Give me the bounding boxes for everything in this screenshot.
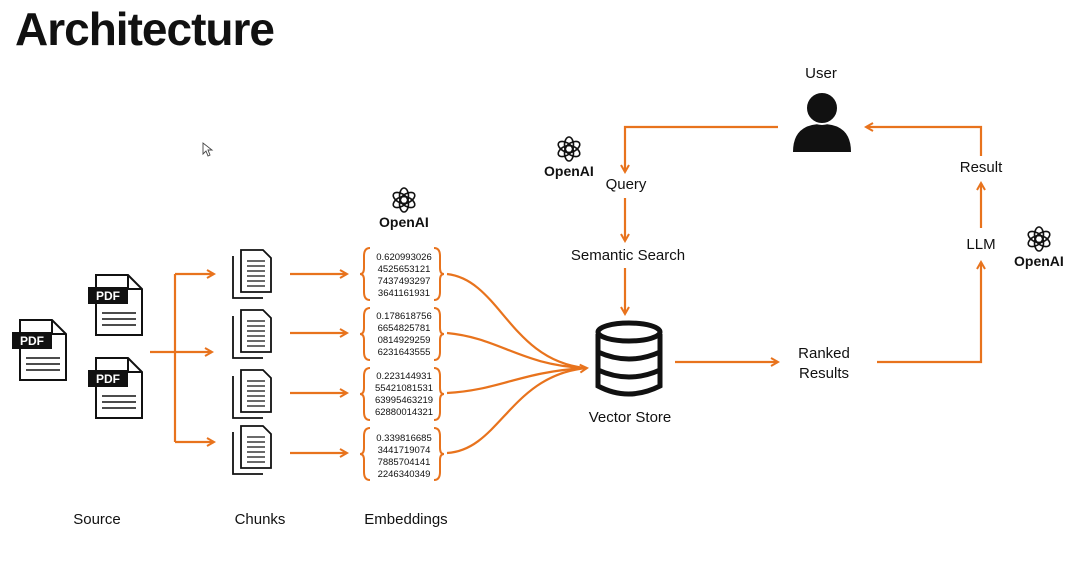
- embedding-vector-4: 0.339816685 3441719074 7885704141 224634…: [364, 433, 444, 481]
- pdf-label: PDF: [96, 289, 120, 303]
- chunks-to-embeddings-arrows: [290, 274, 347, 453]
- pdf-document-icon: PDF: [88, 274, 143, 336]
- mouse-cursor-icon: [202, 142, 214, 157]
- embedding-value: 0.620993026: [376, 252, 432, 263]
- text-document-icon: [232, 249, 272, 299]
- openai-logo-icon: [390, 187, 418, 213]
- openai-label-llm: OpenAI: [1014, 253, 1064, 269]
- chunks-label: Chunks: [234, 511, 286, 528]
- openai-logo-icon: [1025, 226, 1053, 252]
- ranked-label-line1: Ranked: [798, 345, 850, 362]
- embeddings-to-store-curves: [446, 272, 587, 455]
- embedding-value: 0.223144931: [376, 371, 432, 382]
- text-document-icon: [232, 369, 272, 419]
- query-label: Query: [605, 176, 647, 193]
- embedding-value: 62880014321: [374, 407, 434, 418]
- text-document-icon: [232, 425, 272, 475]
- embedding-value: 0814929259: [377, 335, 431, 346]
- pdf-label: PDF: [20, 334, 44, 348]
- user-to-query-arrow: [625, 125, 778, 172]
- llm-label: LLM: [966, 236, 996, 253]
- ranked-to-llm-arrow: [877, 262, 981, 364]
- user-label: User: [805, 65, 837, 82]
- embedding-vector-2: 0.178618756 6654825781 0814929259 623164…: [364, 311, 444, 359]
- ranked-label-line2: Results: [798, 365, 850, 382]
- embedding-vector-3: 0.223144931 55421081531 63995463219 6288…: [364, 371, 444, 419]
- embedding-vector-1: 0.620993026 4525653121 7437493297 364116…: [364, 252, 444, 300]
- pdf-document-icon: PDF: [12, 319, 67, 381]
- embedding-value: 2246340349: [377, 469, 431, 480]
- ranked-results-label: Ranked Results: [788, 344, 860, 384]
- embedding-value: 7437493297: [377, 276, 431, 287]
- embedding-value: 3441719074: [377, 445, 431, 456]
- database-icon: [595, 320, 663, 397]
- text-document-icon: [232, 309, 272, 359]
- embedding-value: 6231643555: [377, 347, 431, 358]
- user-icon: [793, 91, 851, 152]
- result-to-user-arrow: [866, 127, 983, 156]
- embedding-value: 55421081531: [374, 383, 434, 394]
- embedding-value: 3641161931: [377, 288, 431, 299]
- pdf-document-icon: PDF: [88, 357, 143, 419]
- vector-store-label: Vector Store: [588, 409, 672, 426]
- embedding-value: 4525653121: [377, 264, 431, 275]
- embedding-value: 6654825781: [377, 323, 431, 334]
- openai-label-embeddings: OpenAI: [379, 214, 429, 230]
- embedding-value: 0.339816685: [376, 433, 432, 444]
- embeddings-label: Embeddings: [364, 511, 448, 528]
- openai-label-query: OpenAI: [544, 163, 594, 179]
- source-to-chunks-arrows: [150, 274, 214, 442]
- result-label: Result: [959, 159, 1003, 176]
- pdf-label: PDF: [96, 372, 120, 386]
- openai-logo-icon: [555, 136, 583, 162]
- semantic-search-label: Semantic Search: [570, 247, 686, 264]
- page-title: Architecture: [15, 3, 275, 55]
- embedding-value: 7885704141: [377, 457, 431, 468]
- embedding-value: 0.178618756: [376, 311, 432, 322]
- source-label: Source: [73, 511, 121, 528]
- embedding-value: 63995463219: [374, 395, 434, 406]
